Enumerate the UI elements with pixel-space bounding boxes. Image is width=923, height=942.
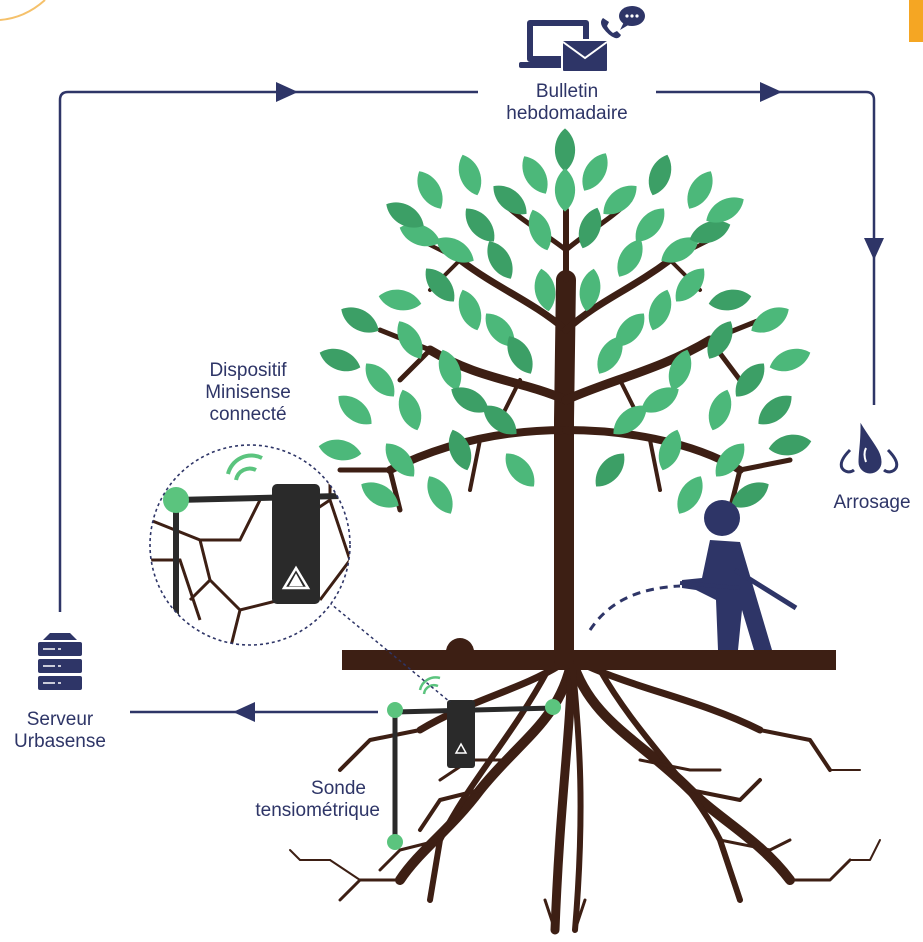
soil-bump — [446, 638, 474, 652]
label-dispositif-line3: connecté — [209, 404, 287, 425]
devices-mail-phone-icon — [519, 6, 645, 73]
leaf — [418, 261, 462, 309]
zoom-detail — [149, 444, 351, 646]
label-arrosage-text: Arrosage — [833, 492, 911, 513]
leaf — [453, 151, 487, 199]
sensor-device-icon — [447, 700, 475, 768]
arrow-down — [864, 238, 884, 260]
leaf — [554, 168, 576, 212]
label-sonde-line2: tensiométrique — [255, 800, 380, 821]
leaf — [523, 206, 557, 254]
label-dispositif: Dispositif Minisense connecté — [178, 360, 318, 426]
label-serveur-line1: Serveur — [26, 709, 94, 730]
water-drops-icon — [839, 422, 899, 474]
leaf — [643, 286, 677, 334]
decor-arc — [0, 0, 46, 21]
label-dispositif-line1: Dispositif — [209, 360, 287, 381]
leaf — [554, 128, 576, 172]
sensor-probe — [319, 594, 561, 850]
leaf — [515, 151, 555, 199]
wifi-signal-icon — [418, 676, 441, 695]
label-serveur: Serveur Urbasense — [0, 709, 120, 753]
flow-line-left — [58, 90, 478, 612]
leaf — [766, 343, 814, 377]
arrow-left — [233, 702, 255, 722]
leaf — [670, 471, 710, 519]
leaf — [751, 388, 799, 432]
leaf — [575, 148, 615, 196]
decor-orange-tab — [909, 0, 923, 42]
ground-bar — [342, 650, 836, 670]
leaf — [643, 151, 677, 199]
leaf — [376, 286, 424, 314]
leaf — [458, 201, 502, 249]
leaf — [766, 431, 814, 459]
leaf — [703, 386, 737, 434]
leaf — [331, 388, 379, 432]
gardener-icon — [588, 500, 798, 650]
leaf — [486, 178, 534, 222]
leaf — [393, 386, 427, 434]
leaf — [596, 178, 644, 222]
label-dispositif-line2: Minisense — [205, 382, 291, 403]
label-bulletin: Bulletin hebdomadaire — [482, 81, 652, 125]
label-sonde-line1: Sonde — [311, 778, 366, 799]
leaf — [358, 356, 402, 404]
leaf — [498, 446, 542, 494]
leaf — [316, 436, 364, 464]
label-bulletin-line1: Bulletin — [535, 81, 599, 102]
leaf — [336, 300, 384, 340]
leaf — [728, 356, 772, 404]
label-arrosage: Arrosage — [822, 492, 922, 514]
leaf — [410, 166, 450, 214]
server-icon — [38, 633, 82, 690]
leaf — [453, 286, 487, 334]
leaf — [706, 286, 754, 314]
leaf — [653, 426, 687, 474]
label-bulletin-line2: hebdomadaire — [506, 103, 628, 124]
leaf — [316, 343, 364, 377]
label-sonde: Sonde tensiométrique — [222, 778, 402, 822]
arrow-right-2 — [760, 82, 782, 102]
leaf — [668, 261, 712, 309]
leaf — [588, 446, 632, 494]
leaf — [420, 471, 460, 519]
flow-line-right — [656, 90, 876, 405]
label-serveur-line2: Urbasense — [14, 731, 106, 752]
leaf — [573, 204, 607, 252]
arrow-right-1 — [276, 82, 298, 102]
